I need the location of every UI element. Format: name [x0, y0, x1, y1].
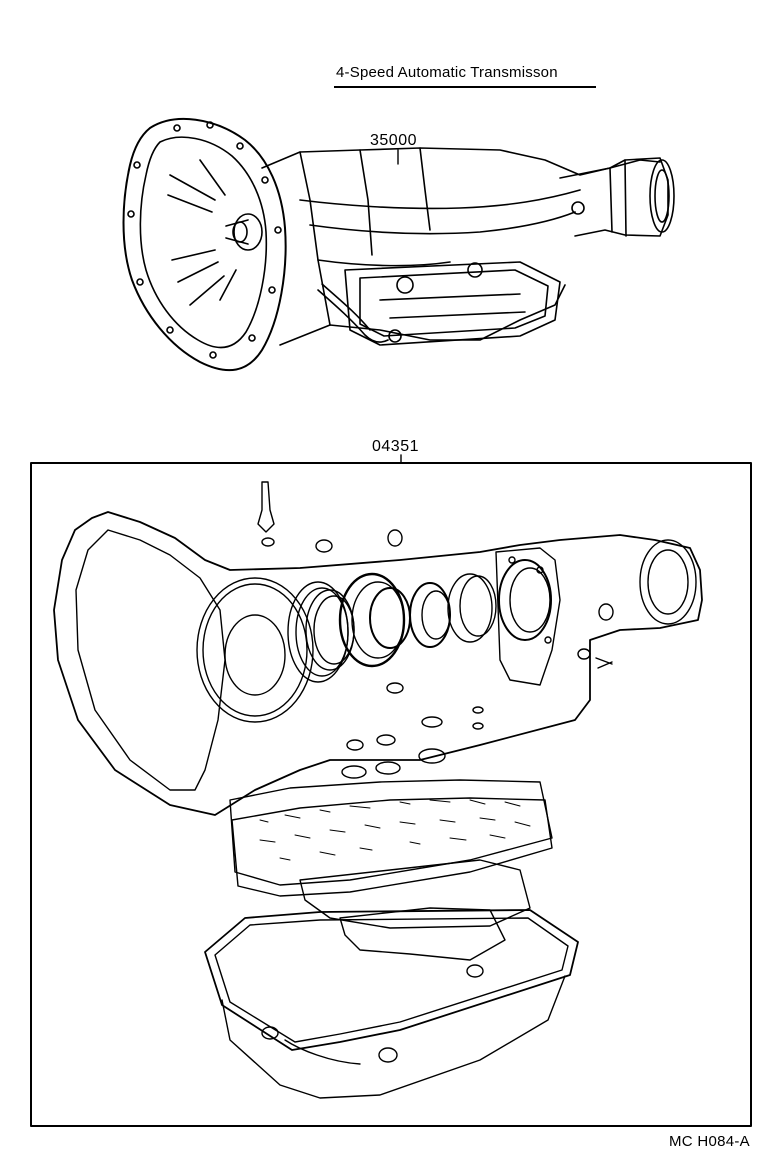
callout-gasket-kit-number: 04351	[372, 438, 419, 455]
diagram-title: 4-Speed Automatic Transmisson	[336, 64, 558, 81]
transmission-assembly-illustration	[122, 117, 675, 371]
exploded-transmission-kit-illustration	[53, 481, 703, 1099]
callout-assembly-number: 35000	[370, 132, 417, 149]
title-underline	[334, 86, 596, 88]
gasket-kit-frame	[30, 462, 752, 1127]
drawing-code: MC H084-A	[668, 1133, 750, 1150]
